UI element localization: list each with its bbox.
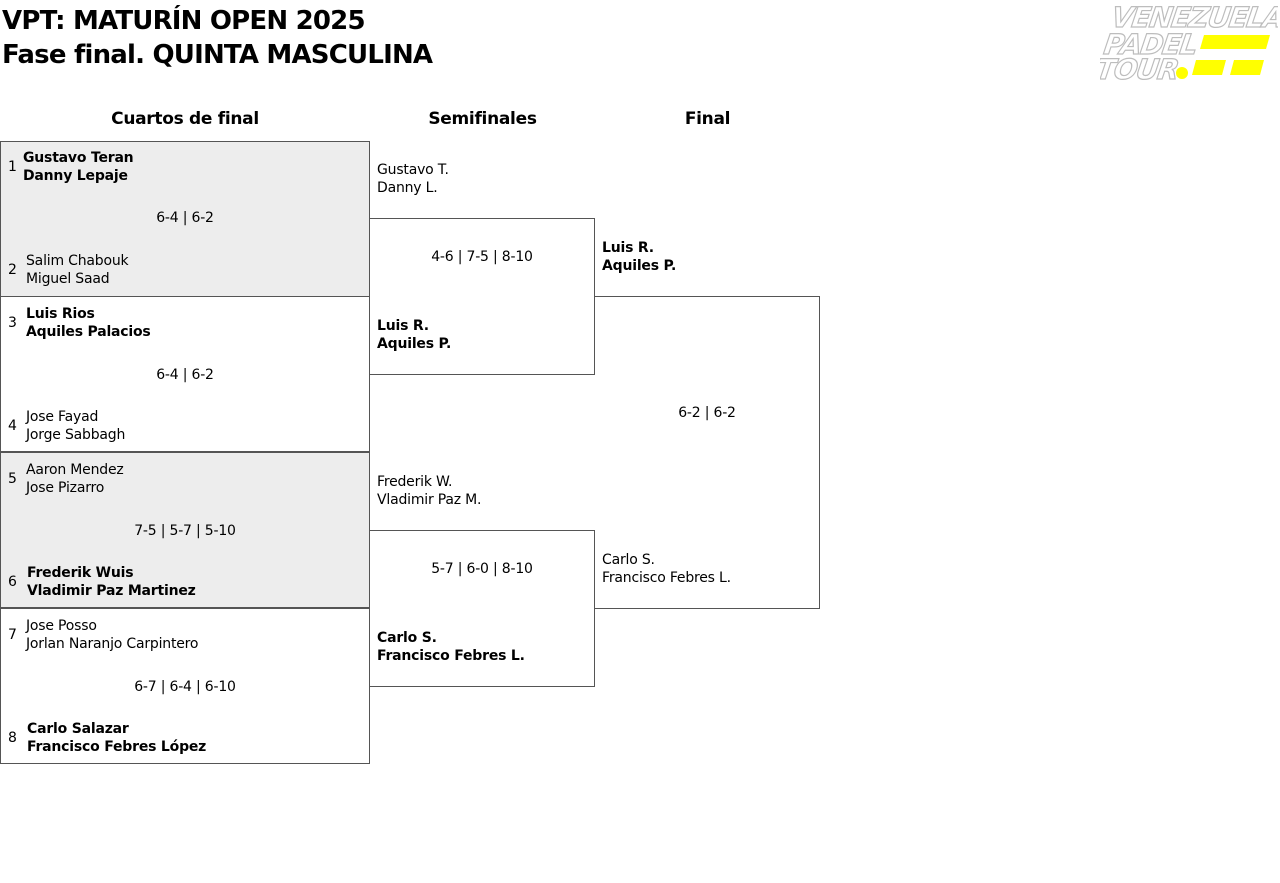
player-name: Jose Pizarro bbox=[26, 480, 105, 496]
bracket-line bbox=[594, 296, 820, 297]
team-4: Jose Fayad Jorge Sabbagh bbox=[26, 408, 125, 444]
final-team-a: Luis R. Aquiles P. bbox=[602, 239, 676, 275]
match-score: 6-4 | 6-2 bbox=[156, 210, 214, 226]
bracket-line bbox=[819, 296, 820, 609]
player-name: Carlo Salazar bbox=[27, 721, 129, 737]
match-score: 7-5 | 5-7 | 5-10 bbox=[134, 523, 236, 539]
player-name: Danny Lepaje bbox=[23, 168, 128, 184]
quarterfinal-match-4: 7 Jose Posso Jorlan Naranjo Carpintero 6… bbox=[0, 608, 370, 764]
player-name: Danny L. bbox=[377, 180, 438, 196]
player-name: Salim Chabouk bbox=[26, 253, 129, 269]
team-5: Aaron Mendez Jose Pizarro bbox=[26, 461, 124, 497]
player-name: Luis R. bbox=[377, 318, 429, 334]
seed-number: 1 bbox=[8, 159, 17, 175]
player-name: Jorge Sabbagh bbox=[26, 427, 126, 443]
player-name: Vladimir Paz Martinez bbox=[27, 583, 196, 599]
round-header-quarterfinals: Cuartos de final bbox=[111, 109, 259, 129]
semifinal-1-team-a: Gustavo T. Danny L. bbox=[377, 161, 449, 197]
team-2: Salim Chabouk Miguel Saad bbox=[26, 252, 129, 288]
svg-text:TOUR: TOUR bbox=[1100, 53, 1180, 82]
semifinal-2-score: 5-7 | 6-0 | 8-10 bbox=[431, 561, 533, 577]
player-name: Aquiles Palacios bbox=[26, 324, 151, 340]
page-subtitle: Fase final. QUINTA MASCULINA bbox=[2, 40, 433, 70]
round-header-final: Final bbox=[684, 109, 731, 129]
player-name: Miguel Saad bbox=[26, 271, 110, 287]
player-name: Aquiles P. bbox=[602, 258, 677, 274]
venezuela-padel-tour-logo: VENEZUELA PADEL TOUR bbox=[1100, 2, 1278, 82]
final-score: 6-2 | 6-2 bbox=[678, 405, 736, 421]
quarterfinal-match-3: 5 Aaron Mendez Jose Pizarro 7-5 | 5-7 | … bbox=[0, 452, 370, 608]
bracket-line bbox=[594, 608, 820, 609]
seed-number: 6 bbox=[8, 574, 17, 590]
semifinal-2-team-a: Frederik W. Vladimir Paz M. bbox=[377, 473, 481, 509]
semifinal-1-score: 4-6 | 7-5 | 8-10 bbox=[431, 249, 533, 265]
bracket-line bbox=[369, 530, 595, 531]
team-7: Jose Posso Jorlan Naranjo Carpintero bbox=[26, 617, 198, 653]
seed-number: 2 bbox=[8, 262, 17, 278]
team-1: Gustavo Teran Danny Lepaje bbox=[23, 149, 134, 185]
player-name: Gustavo Teran bbox=[23, 150, 134, 166]
team-6: Frederik Wuis Vladimir Paz Martinez bbox=[27, 564, 196, 600]
seed-number: 5 bbox=[8, 471, 17, 487]
seed-number: 4 bbox=[8, 418, 17, 434]
final-team-b: Carlo S. Francisco Febres L. bbox=[602, 551, 731, 587]
quarterfinal-match-1: 1 Gustavo Teran Danny Lepaje 6-4 | 6-2 2… bbox=[0, 141, 370, 297]
semifinal-1-team-b: Luis R. Aquiles P. bbox=[377, 317, 451, 353]
round-header-semifinals: Semifinales bbox=[428, 109, 537, 129]
player-name: Vladimir Paz M. bbox=[377, 492, 482, 508]
team-3: Luis Rios Aquiles Palacios bbox=[26, 305, 151, 341]
player-name: Francisco Febres L. bbox=[377, 648, 525, 664]
player-name: Luis R. bbox=[602, 240, 654, 256]
player-name: Frederik Wuis bbox=[27, 565, 134, 581]
player-name: Frederik W. bbox=[377, 474, 453, 490]
page-title: VPT: MATURÍN OPEN 2025 bbox=[2, 6, 366, 36]
bracket-line bbox=[369, 686, 595, 687]
match-score: 6-4 | 6-2 bbox=[156, 367, 214, 383]
player-name: Aquiles P. bbox=[377, 336, 452, 352]
player-name: Luis Rios bbox=[26, 306, 95, 322]
player-name: Jorlan Naranjo Carpintero bbox=[26, 636, 199, 652]
player-name: Francisco Febres L. bbox=[602, 570, 731, 586]
player-name: Francisco Febres López bbox=[27, 739, 207, 755]
player-name: Carlo S. bbox=[377, 630, 437, 646]
player-name: Jose Fayad bbox=[26, 409, 99, 425]
seed-number: 8 bbox=[8, 730, 17, 746]
player-name: Carlo S. bbox=[602, 552, 655, 568]
player-name: Aaron Mendez bbox=[26, 462, 124, 478]
svg-text:PADEL: PADEL bbox=[1102, 28, 1199, 61]
quarterfinal-match-2: 3 Luis Rios Aquiles Palacios 6-4 | 6-2 4… bbox=[0, 296, 370, 452]
svg-text:VENEZUELA: VENEZUELA bbox=[1110, 2, 1278, 34]
bracket-line bbox=[369, 374, 595, 375]
bracket-line bbox=[369, 218, 595, 219]
player-name: Gustavo T. bbox=[377, 162, 449, 178]
semifinal-2-team-b: Carlo S. Francisco Febres L. bbox=[377, 629, 525, 665]
match-score: 6-7 | 6-4 | 6-10 bbox=[134, 679, 236, 695]
team-8: Carlo Salazar Francisco Febres López bbox=[27, 720, 206, 756]
player-name: Jose Posso bbox=[26, 618, 97, 634]
seed-number: 7 bbox=[8, 627, 17, 643]
seed-number: 3 bbox=[8, 315, 17, 331]
